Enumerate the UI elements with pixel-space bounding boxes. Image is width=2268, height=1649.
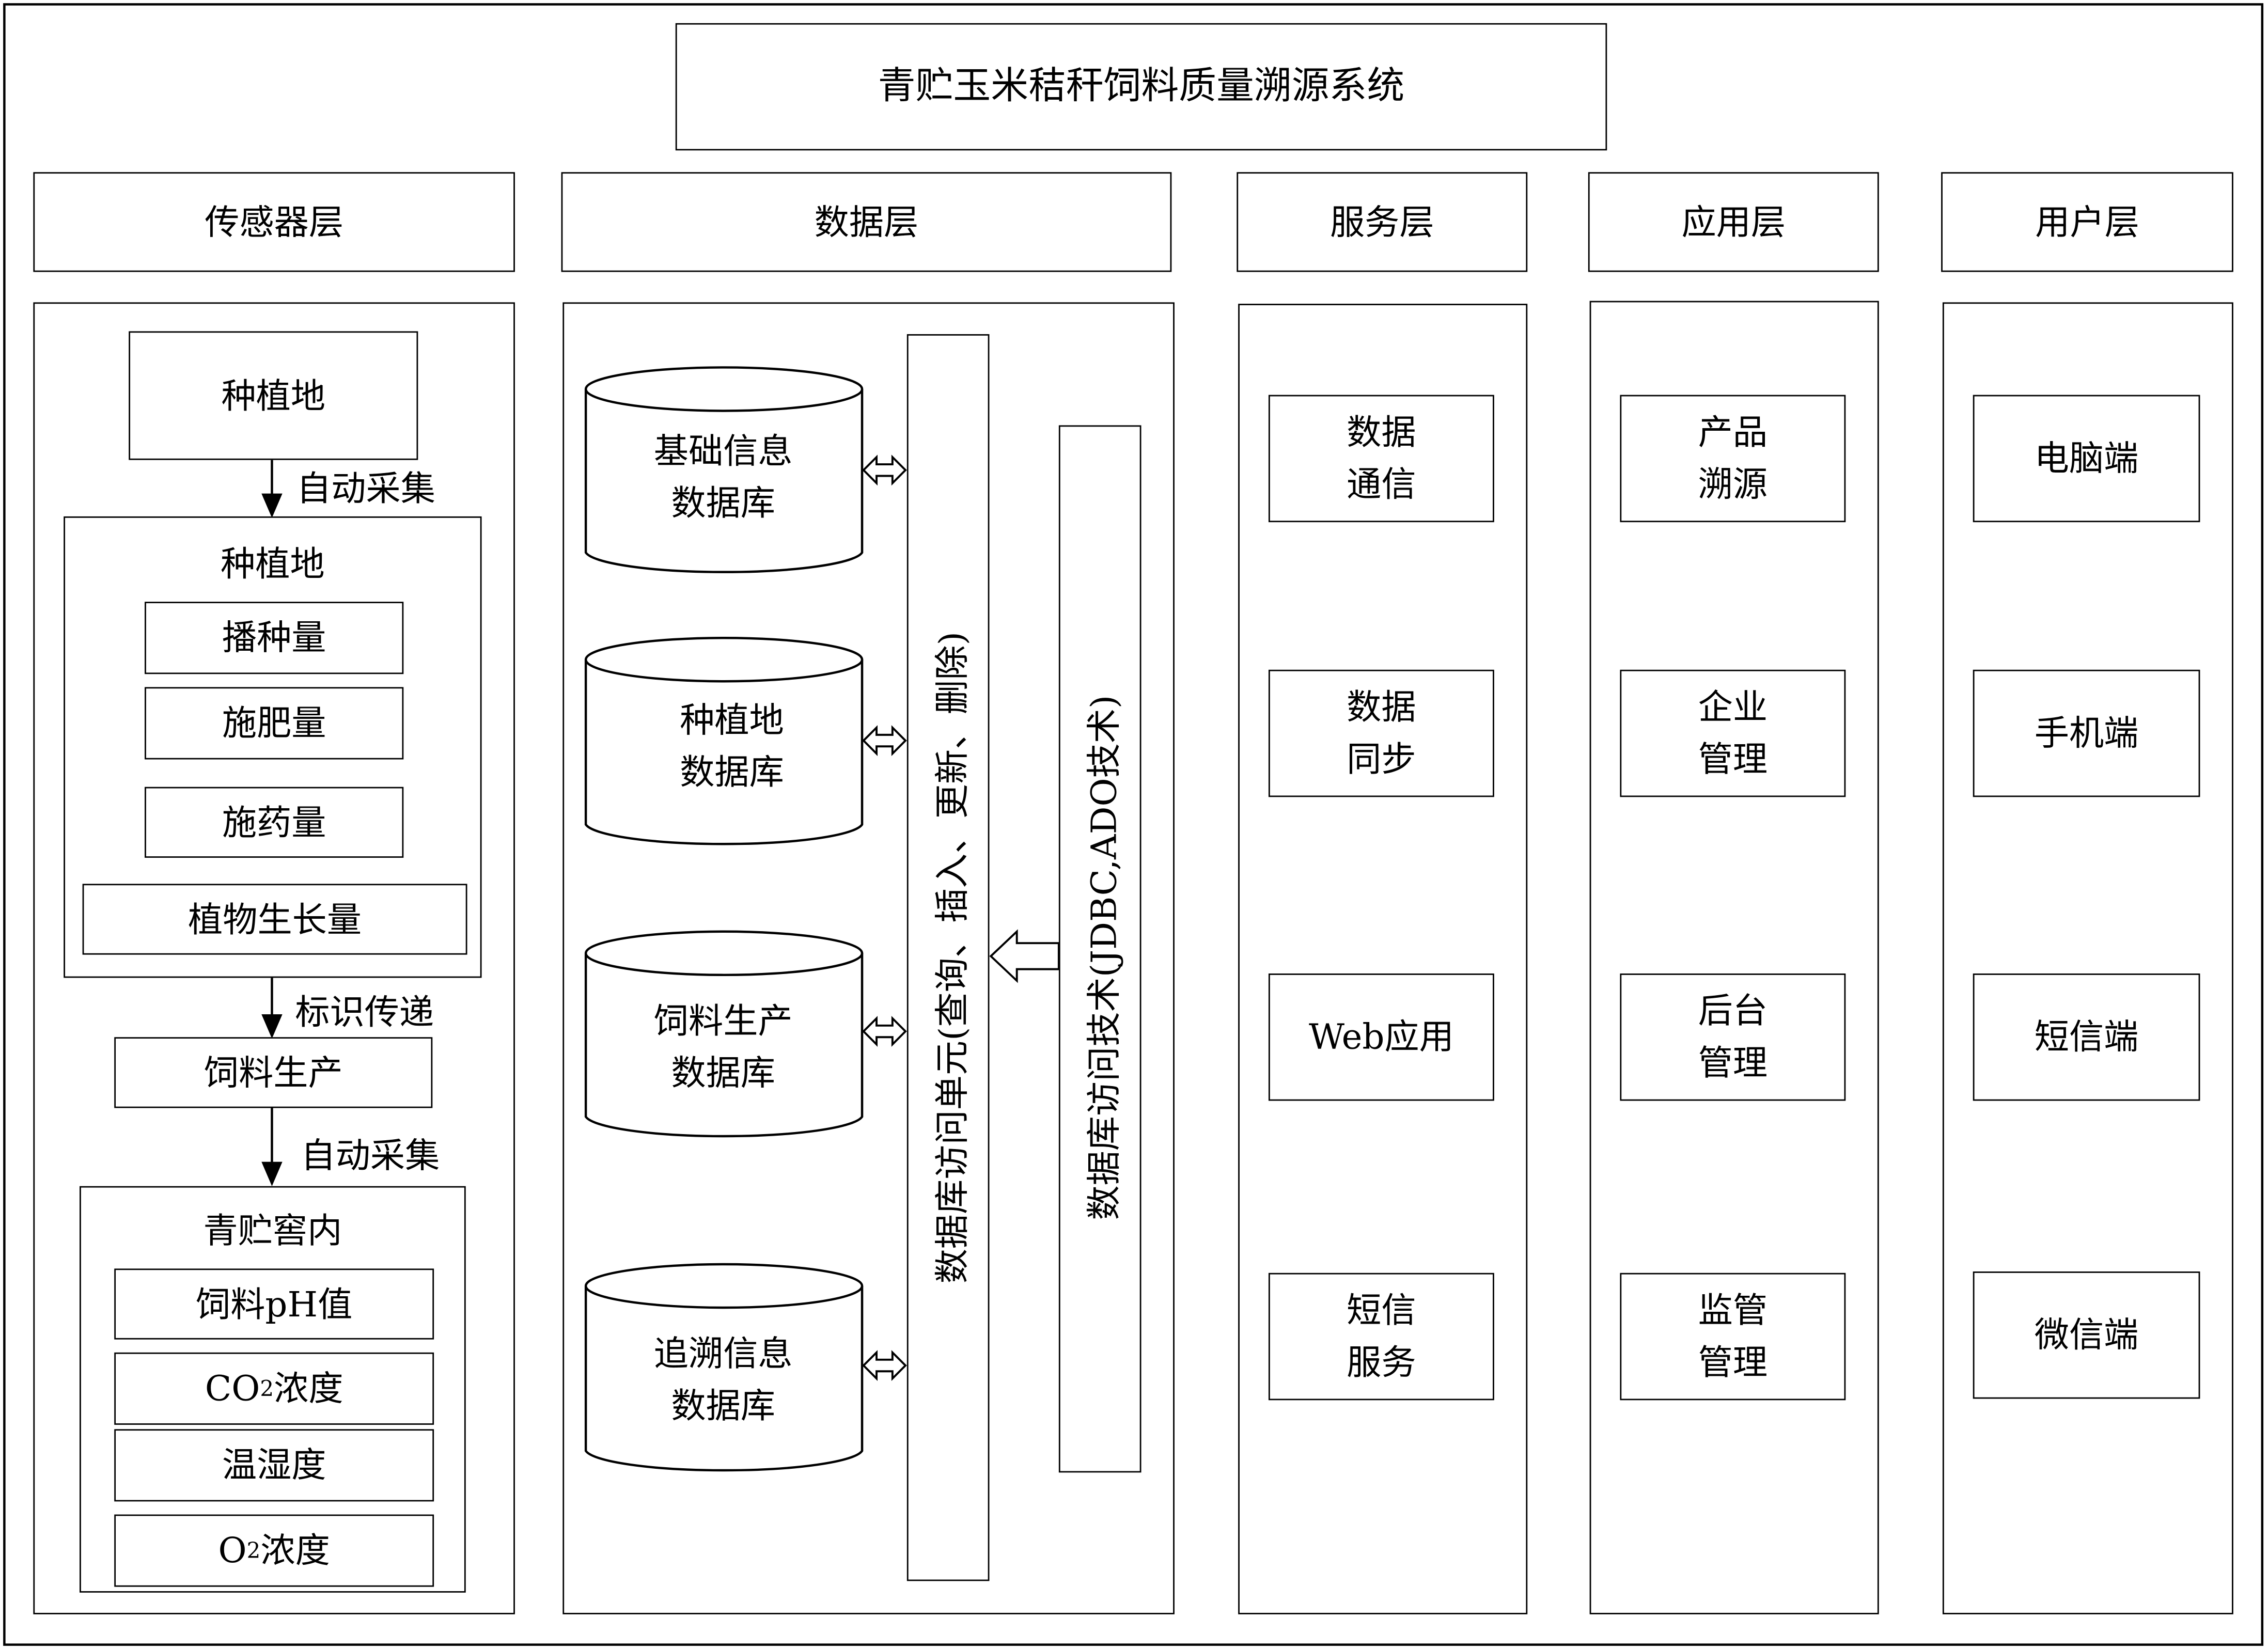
o2-label: O xyxy=(218,1530,247,1571)
db-access-unit-label: 数据库访问单元(查询、插入、更新、删除) xyxy=(932,631,973,1284)
field-group-title: 种植地 xyxy=(221,544,325,585)
label: 同步 xyxy=(1347,739,1416,780)
db-label: 数据库 xyxy=(680,752,784,793)
service-sms: 短信服务 xyxy=(1268,1273,1494,1401)
pesticide-amount: 施药量 xyxy=(145,787,404,858)
auto-collect-label-2: 自动采集 xyxy=(301,1135,440,1176)
feed-ph: 饲料pH值 xyxy=(114,1268,434,1340)
db-label: 数据库 xyxy=(671,1053,776,1094)
service-data-communication: 数据通信 xyxy=(1268,395,1494,523)
db-label: 饲料生产 xyxy=(653,1001,793,1042)
sowing-amount: 播种量 xyxy=(145,602,404,674)
down-arrow-icon xyxy=(261,493,283,518)
db-label: 数据库 xyxy=(671,483,776,524)
db-label: 追溯信息 xyxy=(653,1333,793,1374)
label: 数据 xyxy=(1347,412,1416,453)
user-pc: 电脑端 xyxy=(1973,395,2200,523)
db-field: 种植地数据库 xyxy=(593,694,871,798)
db-access-tech-label: 数据库访问技术(JDBC,ADO技术) xyxy=(1084,695,1125,1220)
header-user-layer: 用户层 xyxy=(1941,172,2233,272)
service-web-app: Web应用 xyxy=(1268,973,1494,1101)
db-access-unit xyxy=(906,334,990,1581)
label: 后台 xyxy=(1698,991,1768,1032)
double-arrow-icon xyxy=(862,725,907,757)
db-trace-info: 追溯信息数据库 xyxy=(584,1328,862,1432)
label: 短信 xyxy=(1347,1290,1416,1331)
app-enterprise-mgmt: 企业管理 xyxy=(1620,669,1846,797)
label: Web应用 xyxy=(1308,1017,1454,1058)
db-label: 种植地 xyxy=(680,700,784,741)
label: 产品 xyxy=(1698,412,1768,453)
temp-humidity: 温湿度 xyxy=(114,1429,434,1502)
double-arrow-icon xyxy=(862,454,907,486)
auto-collect-label: 自动采集 xyxy=(296,468,435,509)
header-service-layer: 服务层 xyxy=(1237,172,1528,272)
header-data-layer: 数据层 xyxy=(561,172,1172,272)
label: 服务 xyxy=(1347,1342,1416,1383)
label: 通信 xyxy=(1347,464,1416,505)
sensor-panel xyxy=(33,302,515,1614)
cylinder-basic-info xyxy=(584,366,864,573)
header-application-layer: 应用层 xyxy=(1588,172,1879,272)
outer-frame xyxy=(3,3,2264,1646)
app-supervision-mgmt: 监管管理 xyxy=(1620,1273,1846,1401)
service-panel xyxy=(1238,304,1528,1614)
cylinder-trace-info xyxy=(584,1263,864,1472)
service-data-sync: 数据同步 xyxy=(1268,669,1494,797)
concentration-label: 浓度 xyxy=(274,1368,343,1409)
db-label: 基础信息 xyxy=(653,431,793,472)
double-arrow-icon xyxy=(862,1350,907,1381)
label: 溯源 xyxy=(1698,464,1768,505)
label: 管理 xyxy=(1698,1043,1768,1083)
user-sms: 短信端 xyxy=(1973,973,2200,1101)
down-arrow-icon xyxy=(261,1161,283,1186)
app-product-trace: 产品溯源 xyxy=(1620,395,1846,523)
concentration-label: 浓度 xyxy=(260,1530,330,1571)
db-feed-production: 饲料生产数据库 xyxy=(584,995,862,1100)
user-panel xyxy=(1942,302,2233,1614)
user-mobile: 手机端 xyxy=(1973,669,2200,797)
user-wechat: 微信端 xyxy=(1973,1271,2200,1399)
app-backend-mgmt: 后台管理 xyxy=(1620,973,1846,1101)
application-panel xyxy=(1589,301,1879,1614)
plant-growth: 植物生长量 xyxy=(82,884,467,955)
feed-production-node: 饲料生产 xyxy=(114,1037,433,1108)
cylinder-field xyxy=(584,636,864,845)
db-basic-info: 基础信息数据库 xyxy=(584,425,862,529)
data-panel xyxy=(562,302,1175,1614)
down-arrow-icon xyxy=(261,1014,283,1039)
field-node: 种植地 xyxy=(129,331,418,460)
silo-group-title: 青贮窖内 xyxy=(203,1211,342,1251)
id-transfer-label: 标识传递 xyxy=(295,992,434,1033)
double-arrow-icon xyxy=(862,1016,907,1047)
db-access-tech xyxy=(1058,425,1141,1473)
hollow-left-arrow-icon xyxy=(989,929,1060,983)
label: 监管 xyxy=(1698,1290,1768,1331)
cylinder-feed-production xyxy=(584,930,864,1138)
label: 企业 xyxy=(1698,687,1768,728)
db-label: 数据库 xyxy=(671,1386,776,1426)
co2-label: CO xyxy=(205,1368,260,1409)
label: 管理 xyxy=(1698,1342,1768,1383)
label: 数据 xyxy=(1347,687,1416,728)
header-sensor-layer: 传感器层 xyxy=(33,172,515,272)
label: 管理 xyxy=(1698,739,1768,780)
fertilizer-amount: 施肥量 xyxy=(145,687,404,760)
system-title: 青贮玉米秸秆饲料质量溯源系统 xyxy=(675,23,1607,151)
